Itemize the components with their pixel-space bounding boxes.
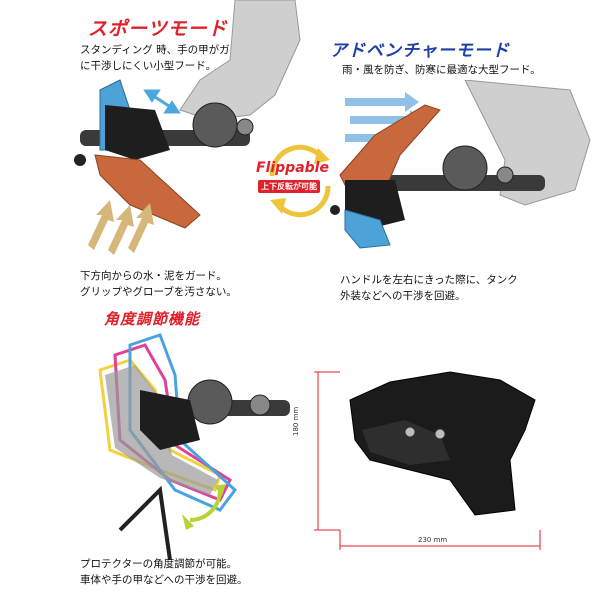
guard-black-body xyxy=(140,390,200,450)
angle-adjust-title: 角度調節機能 xyxy=(104,310,201,328)
flippable-label: Flippable xyxy=(256,160,329,176)
guard-blue-lower xyxy=(344,209,391,249)
mount-bolt-icon xyxy=(434,428,446,440)
sport-mode-bottom-1: 下方向からの水・泥をガード。 xyxy=(80,270,227,282)
grip-clamp xyxy=(442,145,488,191)
adventure-mode-bottom-2: 外装などへの干渉を回避。 xyxy=(340,290,466,302)
adventure-mode-title: アドベンチャーモード xyxy=(330,41,510,61)
adventure-mode-desc-1: 雨・風を防ぎ、防寒に最適な大型フード。 xyxy=(342,64,541,76)
angle-adjust-illustration xyxy=(98,333,290,560)
mount-bolt-icon xyxy=(404,426,416,438)
sport-mode-title: スポーツモード xyxy=(88,18,228,40)
sport-mode-desc-1: スタンディング 時、手の甲がガード xyxy=(80,44,251,56)
grip-clamp xyxy=(192,102,238,148)
move-arrow-icon xyxy=(143,89,181,114)
dimension-diagram xyxy=(314,371,541,550)
angle-adjust-bottom-2: 車体や手の甲などへの干渉を回避。 xyxy=(80,574,248,586)
angle-arrow-icon xyxy=(182,484,226,530)
sport-mode-bottom-2: グリップやグローブを汚さない。 xyxy=(80,286,237,298)
angle-adjust-bottom-1: プロテクターの角度調節が可能。 xyxy=(80,558,238,570)
grip-clamp xyxy=(187,379,233,425)
sport-mode-illustration xyxy=(74,0,301,255)
height-dimension-label: 180 mm xyxy=(292,406,300,436)
adventure-mode-bottom-1: ハンドルを左右にきった際に、タンク xyxy=(340,274,518,286)
flippable-badge: Flippable 上下反転が可能 xyxy=(248,140,358,220)
flip-arrows-icon xyxy=(269,144,331,218)
width-dimension-label: 230 mm xyxy=(418,536,448,544)
arm-silhouette xyxy=(179,0,301,121)
adventure-mode-illustration xyxy=(330,80,591,249)
arm-silhouette xyxy=(464,80,591,206)
flippable-sub: 上下反転が可能 xyxy=(258,180,320,193)
guard-black-body xyxy=(105,105,170,160)
sport-mode-desc-2: に干渉しにくい小型フード。 xyxy=(80,60,217,72)
water-mud-arrows-icon xyxy=(88,200,154,255)
guard-orange-lower xyxy=(94,154,201,229)
